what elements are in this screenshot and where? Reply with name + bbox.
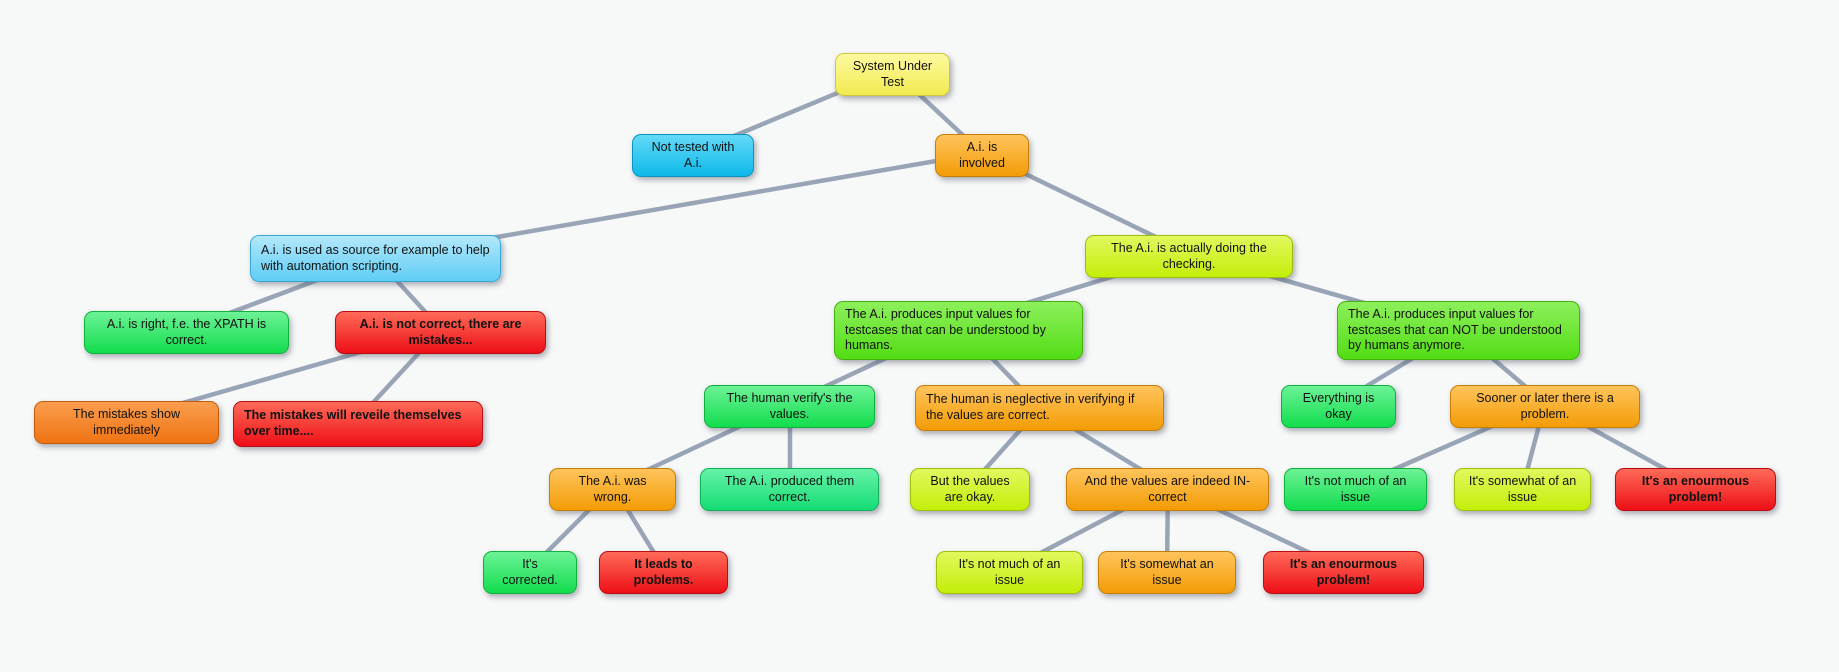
node-leads-to-problems[interactable]: It leads to problems.: [599, 551, 728, 595]
node-values-not-understood[interactable]: The A.i. produces input values for testc…: [1337, 301, 1580, 360]
node-ai-is-involved[interactable]: A.i. is involved: [935, 134, 1029, 178]
node-but-values-okay[interactable]: But the values are okay.: [910, 468, 1030, 512]
node-ai-not-correct[interactable]: A.i. is not correct, there are mistakes.…: [335, 311, 546, 355]
node-its-corrected[interactable]: It's corrected.: [483, 551, 577, 595]
node-human-verifies-values[interactable]: The human verify's the values.: [704, 385, 875, 429]
node-ai-produced-correct[interactable]: The A.i. produced them correct.: [700, 468, 879, 512]
node-somewhat-issue-right[interactable]: It's somewhat of an issue: [1454, 468, 1591, 512]
node-sooner-or-later-problem[interactable]: Sooner or later there is a problem.: [1450, 385, 1640, 429]
node-enormous-problem-right[interactable]: It's an enourmous problem!: [1615, 468, 1776, 512]
node-enormous-problem-bottom[interactable]: It's an enourmous problem!: [1263, 551, 1424, 595]
node-values-indeed-incorrect[interactable]: And the values are indeed IN-correct: [1066, 468, 1269, 512]
node-mistakes-reveal-over-time[interactable]: The mistakes will reveile themselves ove…: [233, 401, 483, 447]
node-values-understood-by-humans[interactable]: The A.i. produces input values for testc…: [834, 301, 1083, 360]
node-ai-used-as-source[interactable]: A.i. is used as source for example to he…: [250, 235, 501, 282]
node-not-much-issue-right[interactable]: It's not much of an issue: [1284, 468, 1427, 512]
node-everything-is-okay[interactable]: Everything is okay: [1281, 385, 1396, 429]
node-not-much-issue-bottom[interactable]: It's not much of an issue: [936, 551, 1083, 595]
node-system-under-test[interactable]: System Under Test: [835, 53, 950, 97]
node-not-tested-with-ai[interactable]: Not tested with A.i.: [632, 134, 754, 178]
node-human-neglective[interactable]: The human is neglective in verifying if …: [915, 385, 1164, 431]
node-ai-was-wrong[interactable]: The A.i. was wrong.: [549, 468, 676, 512]
node-mistakes-show-immediately[interactable]: The mistakes show immediately: [34, 401, 219, 445]
node-ai-doing-the-checking[interactable]: The A.i. is actually doing the checking.: [1085, 235, 1293, 279]
node-ai-is-right[interactable]: A.i. is right, f.e. the XPATH is correct…: [84, 311, 289, 355]
node-somewhat-issue-bottom[interactable]: It's somewhat an issue: [1098, 551, 1236, 595]
